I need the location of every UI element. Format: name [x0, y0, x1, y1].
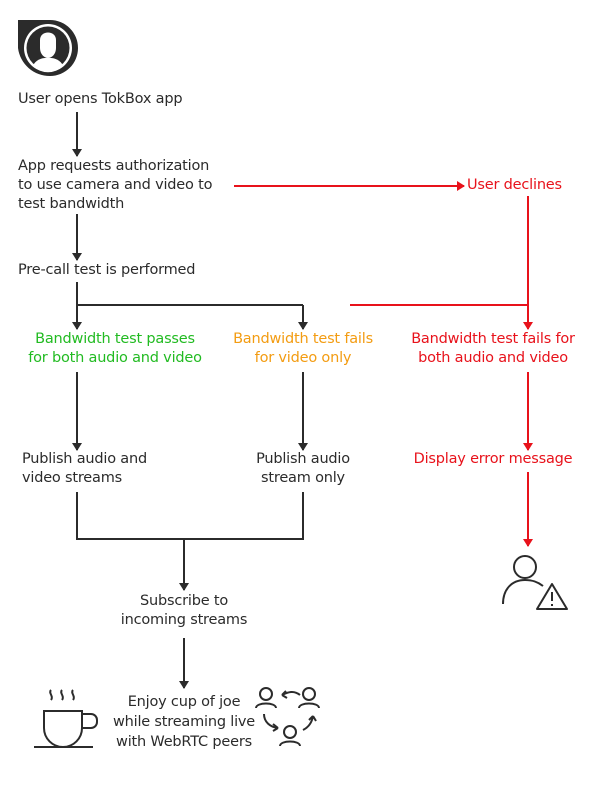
node-pass-label: Bandwidth test passes for both audio and… [10, 330, 220, 368]
user-avatar-icon [18, 20, 78, 77]
node-error-label: Display error message [413, 451, 573, 467]
node-fail-video-line: Bandwidth test fails [233, 331, 373, 347]
node-auth-label: App requests authorization to use camera… [18, 157, 212, 214]
node-publish-av-line: Publish audio and [22, 451, 147, 467]
node-publish-audio-label: Publish audio stream only [233, 450, 373, 488]
node-auth-line: to use camera and video to [18, 177, 213, 193]
node-enjoy-line: with WebRTC peers [116, 734, 252, 750]
node-start-label: User opens TokBox app [18, 91, 183, 107]
node-pass-line: Bandwidth test passes [35, 331, 195, 347]
node-fail-video-line: for video only [254, 350, 352, 366]
node-fail-both-line: both audio and video [418, 350, 568, 366]
node-publish-av-label: Publish audio and video streams [22, 450, 147, 488]
node-enjoy-label: Enjoy cup of joe while streaming live wi… [100, 692, 268, 752]
user-warning-icon [502, 555, 568, 610]
node-auth-line: App requests authorization [18, 158, 210, 174]
node-fail-both-label: Bandwidth test fails for both audio and … [400, 330, 586, 368]
node-subscribe-line: Subscribe to [139, 593, 228, 609]
node-enjoy-line: Enjoy cup of joe [127, 694, 241, 710]
peers-network-icon [255, 687, 320, 747]
node-publish-audio-line: stream only [261, 470, 345, 486]
node-fail-both-line: Bandwidth test fails for [411, 331, 575, 347]
node-precall-label: Pre-call test is performed [18, 262, 196, 278]
node-publish-av-line: video streams [22, 470, 122, 486]
node-subscribe-label: Subscribe to incoming streams [104, 592, 264, 630]
coffee-cup-icon [34, 689, 98, 749]
merge-connector [76, 492, 304, 540]
node-enjoy-line: while streaming live [112, 714, 256, 730]
node-auth-line: test bandwidth [18, 196, 125, 212]
node-declines-label: User declines [467, 177, 562, 193]
node-fail-video-label: Bandwidth test fails for video only [213, 330, 393, 368]
node-pass-line: for both audio and video [28, 350, 202, 366]
node-publish-audio-line: Publish audio [256, 451, 350, 467]
node-subscribe-line: incoming streams [120, 612, 248, 628]
